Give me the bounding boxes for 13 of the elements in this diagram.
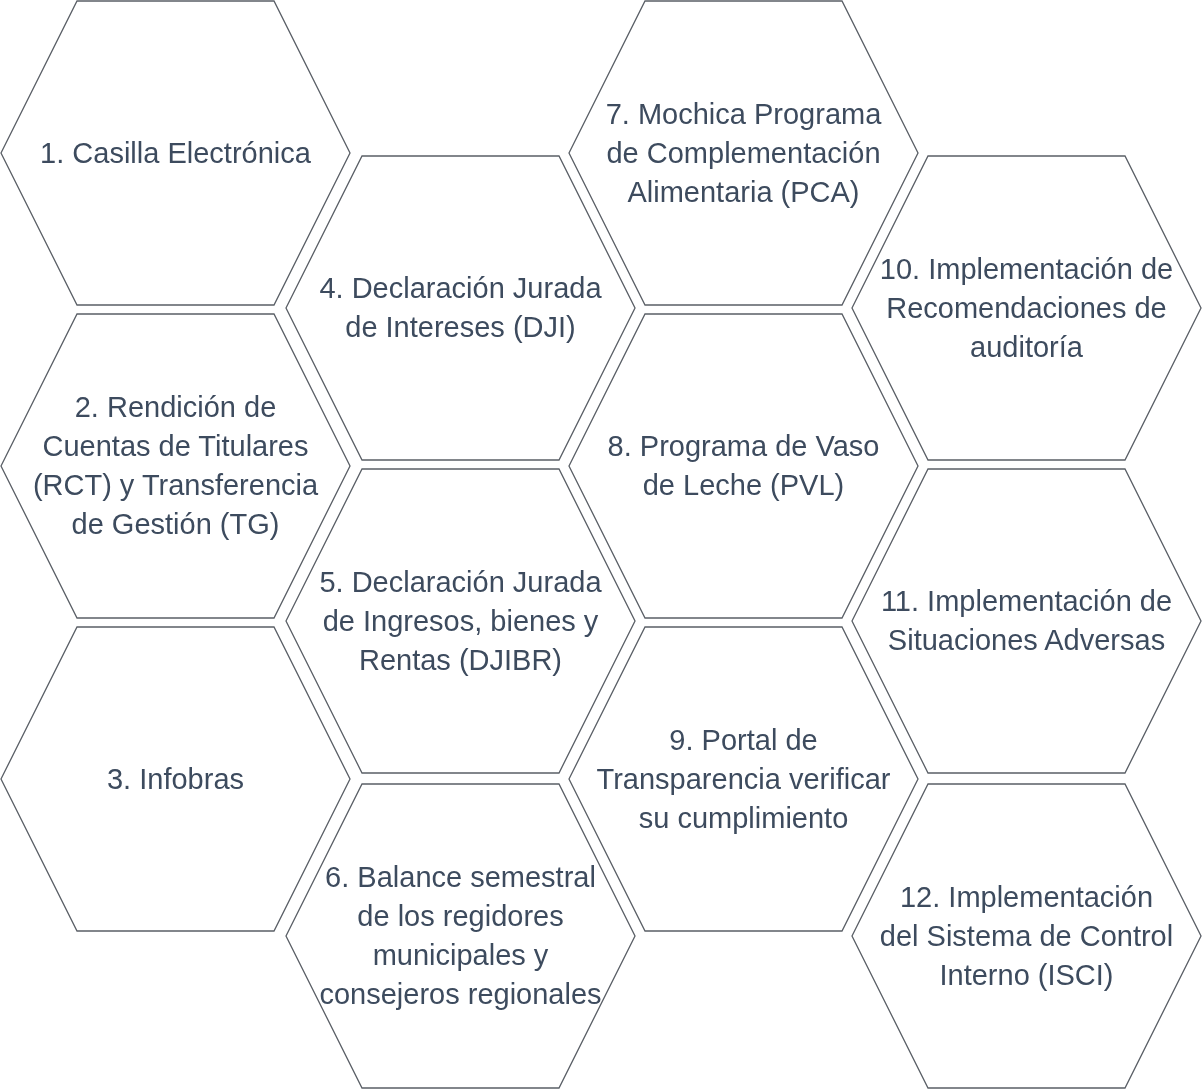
hexagon-tile bbox=[0, 0, 351, 306]
hexagon-label: 11. Implementación de Situaciones Adversas bbox=[879, 584, 1174, 658]
hexagon-label: 7. Mochica Programa de Complementación Alimentaria (PCA) bbox=[604, 96, 883, 210]
hexagon-label: 4. Declaración Jurada de Intereses (DJI) bbox=[318, 271, 603, 345]
hexagon-label: 5. Declaración Jurada de Ingresos, bienes y Rentas (DJIBR) bbox=[318, 564, 603, 678]
hexagon-label: 10. Implementación de Recomendaciones de auditoría bbox=[879, 251, 1174, 365]
hexagon-label: 8. Programa de Vaso de Leche (PVL) bbox=[606, 429, 881, 503]
hexagon-label: 2. Rendición de Cuentas de Titulares (RCT) y Transferencia de Gestión (TG) bbox=[31, 390, 320, 542]
hexagon-label: 12. Implementación del Sistema de Control Interno (ISCI) bbox=[879, 879, 1174, 993]
hexagon-label: 1. Casilla Electrónica bbox=[39, 135, 312, 171]
hexagon-label: 6. Balance semestral de los regidores municipales y consejeros regionales bbox=[318, 860, 603, 1012]
hexagon-label: 9. Portal de Transparencia verificar su cumplimiento bbox=[596, 722, 891, 836]
hexagon-label: 3. Infobras bbox=[106, 761, 245, 797]
